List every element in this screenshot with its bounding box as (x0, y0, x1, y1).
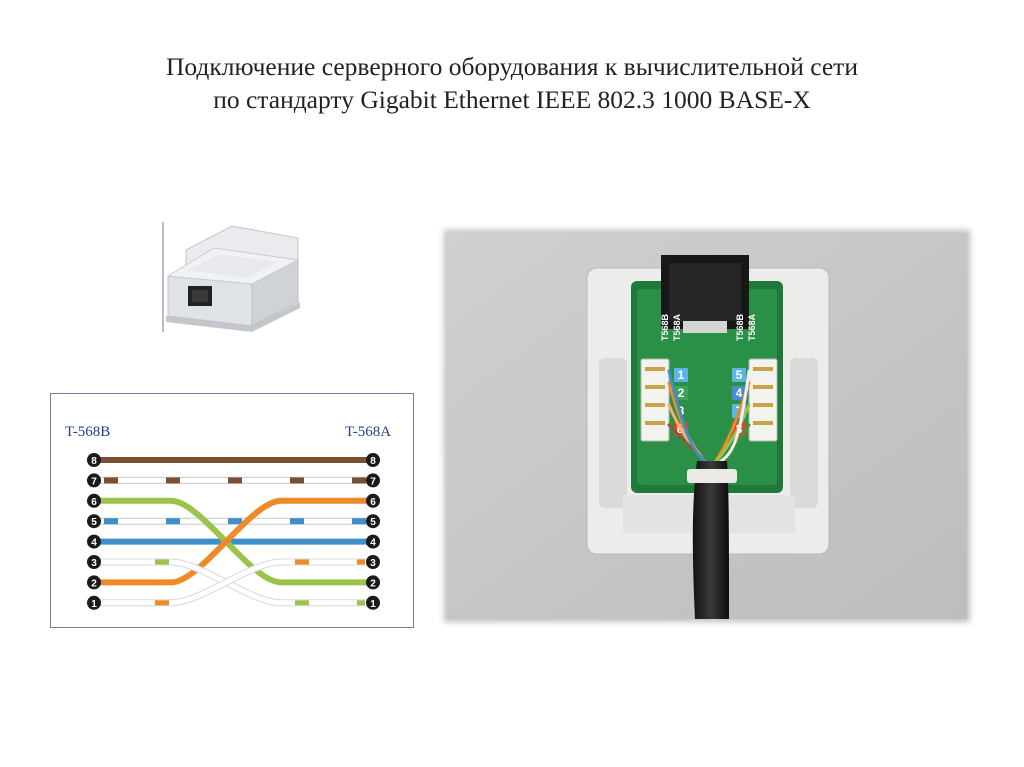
left-pin-8-marker (87, 453, 101, 467)
rj45-wall-socket-image (160, 218, 320, 336)
left-pin-5-label: 5 (91, 517, 97, 528)
wire-orange-2-to-6 (94, 497, 373, 586)
wiring-diagram: T-568B T-568A 8 8 7 7 6 6 5 5 4 4 3 3 2 2 1 1 (50, 393, 414, 628)
right-pin-5-marker (366, 514, 380, 529)
wire-white-orange-1-to-3 (94, 559, 373, 606)
right-pin-2-label: 2 (370, 578, 376, 589)
pcb-num-left-1: 1 (678, 368, 685, 382)
pcb-label-t568b-left: T568B (660, 313, 670, 341)
left-pin-4-label: 4 (91, 538, 97, 549)
left-pin-2-marker (87, 575, 101, 590)
left-pin-6-marker (87, 493, 101, 508)
socket-photo: T568B T568A T568B T568A 1 2 3 B 5 4 7 8 (447, 233, 967, 619)
left-pin-4-marker (87, 534, 101, 549)
right-pin-6-label: 6 (370, 497, 376, 508)
left-pin-7-label: 7 (91, 476, 97, 487)
left-pin-6-label: 6 (91, 497, 97, 508)
right-pin-4-label: 4 (370, 538, 376, 549)
t568a-label: T-568A (345, 424, 391, 440)
left-pin-3-marker (87, 555, 101, 569)
right-pin-7-label: 7 (370, 476, 376, 487)
left-pin-7-marker (87, 473, 101, 488)
left-pin-1-label: 1 (91, 599, 97, 610)
pcb-num-left-2: 2 (678, 386, 685, 400)
pcb-num-right-5: 5 (736, 368, 743, 382)
left-pin-8-label: 8 (91, 456, 97, 467)
right-pin-5-label: 5 (370, 517, 376, 528)
right-pin-8-marker (366, 453, 380, 467)
right-pin-8-label: 8 (370, 456, 376, 467)
right-pin-4-marker (366, 534, 380, 549)
right-pin-2-marker (366, 575, 380, 590)
right-pin-7-marker (366, 473, 380, 488)
pcb-label-t568b-right: T568B (735, 313, 745, 341)
slide-title: Подключение серверного оборудования к вы… (0, 50, 1024, 116)
left-pin-5-marker (87, 514, 101, 529)
left-pin-2-label: 2 (91, 578, 97, 589)
right-pin-3-marker (366, 555, 380, 569)
pcb-num-right-4: 4 (736, 386, 743, 400)
right-pin-1-label: 1 (370, 599, 376, 610)
right-pin-3-label: 3 (370, 558, 376, 569)
pcb-label-t568a-left: T568A (672, 313, 682, 341)
left-pin-3-label: 3 (91, 558, 97, 569)
left-pin-1-marker (87, 595, 101, 610)
pcb-label-t568a-right: T568A (747, 313, 757, 341)
right-pin-6-marker (366, 493, 380, 508)
title-line-2: по стандарту Gigabit Ethernet IEEE 802.3… (213, 85, 811, 114)
title-line-1: Подключение серверного оборудования к вы… (166, 52, 858, 81)
t568b-label: T-568B (65, 424, 110, 440)
right-pin-1-marker (366, 595, 380, 610)
